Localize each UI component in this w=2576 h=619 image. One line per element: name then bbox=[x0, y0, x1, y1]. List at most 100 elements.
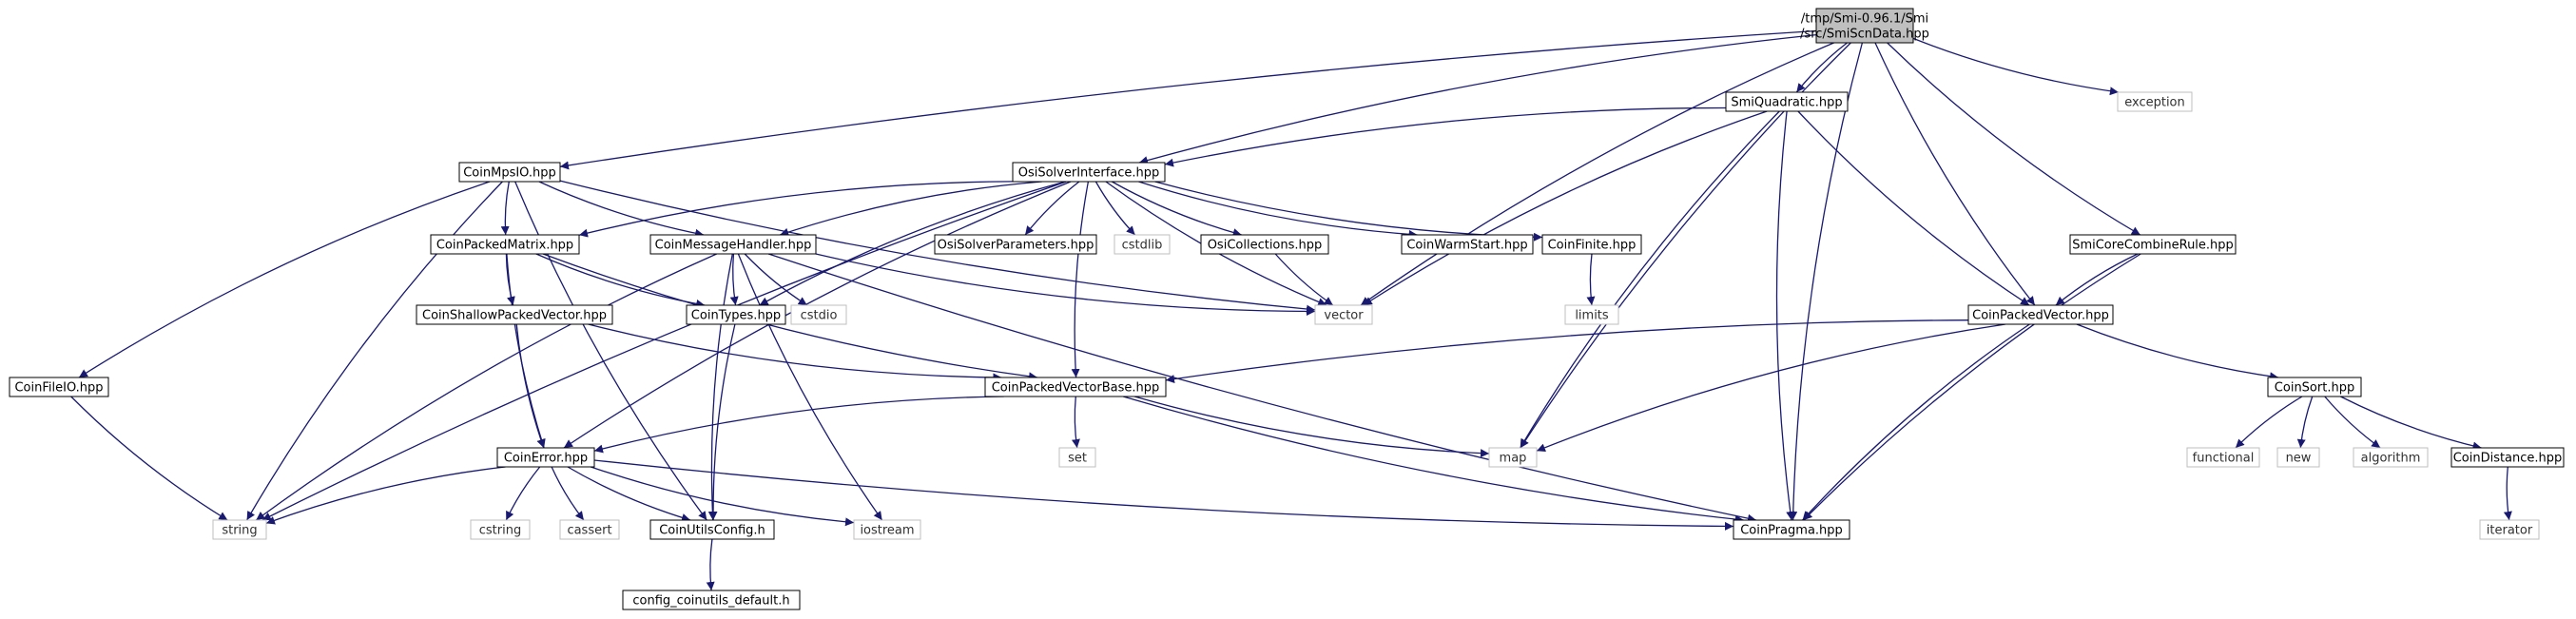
node-limits: limits bbox=[1564, 304, 1619, 325]
edge-coinpackedvectorbase-to-set bbox=[1071, 396, 1080, 449]
node-box-coinfinite bbox=[1541, 234, 1642, 255]
node-box-coinpackedmatrix bbox=[430, 234, 580, 255]
node-box-coindistance bbox=[2450, 447, 2565, 468]
edge-root-to-coinpackedvector bbox=[1874, 42, 2036, 306]
node-osisolverinterface[interactable]: OsiSolverInterface.hpp bbox=[1012, 162, 1166, 183]
node-coinshallowpackedvector[interactable]: CoinShallowPackedVector.hpp bbox=[416, 304, 613, 325]
node-label-coinpackedvectorbase: CoinPackedVectorBase.hpp bbox=[992, 381, 1160, 396]
node-coindistance[interactable]: CoinDistance.hpp bbox=[2450, 447, 2565, 468]
edge-osisolverinterface-to-cointypes bbox=[759, 181, 1066, 306]
edge-coinmpsio-to-coinutilsconfig bbox=[514, 181, 707, 521]
node-box-coinpragma bbox=[1733, 519, 1850, 540]
edge-coinpackedvectorbase-to-coinpragma bbox=[1123, 396, 1744, 524]
node-label-cstdlib: cstdlib bbox=[1122, 239, 1163, 253]
node-box-iostream bbox=[853, 519, 921, 540]
node-label-smicorecombinerule: SmiCoreCombineRule.hpp bbox=[2072, 239, 2234, 253]
edge-root-to-coinpragma bbox=[1789, 42, 1864, 521]
node-smiquadratic[interactable]: SmiQuadratic.hpp bbox=[1725, 91, 1849, 112]
node-label-iostream: iostream bbox=[860, 524, 914, 538]
node-box-cstdlib bbox=[1114, 234, 1171, 255]
node-smicorecombinerule[interactable]: SmiCoreCombineRule.hpp bbox=[2069, 234, 2237, 255]
node-box-set bbox=[1058, 447, 1096, 468]
node-label-cassert: cassert bbox=[567, 524, 611, 538]
node-cointypes[interactable]: CoinTypes.hpp bbox=[686, 304, 786, 325]
node-label-new: new bbox=[2286, 452, 2312, 466]
node-label-coinfileio: CoinFileIO.hpp bbox=[14, 381, 103, 396]
edge-coinmpsio-to-string bbox=[246, 181, 503, 521]
node-coinmpsio[interactable]: CoinMpsIO.hpp bbox=[458, 162, 561, 183]
node-osisolverparameters[interactable]: OsiSolverParameters.hpp bbox=[934, 234, 1097, 255]
node-box-cstdio bbox=[790, 304, 847, 325]
node-osicollections[interactable]: OsiCollections.hpp bbox=[1200, 234, 1329, 255]
node-configcoinutils[interactable]: config_coinutils_default.h bbox=[622, 590, 801, 610]
node-iostream: iostream bbox=[853, 519, 921, 540]
nodes-layer: /tmp/Smi-0.96.1/Smi/src/SmiScnData.hppSm… bbox=[9, 8, 2565, 610]
edge-root-to-coinmpsio bbox=[559, 29, 1817, 170]
node-box-coinfileio bbox=[9, 377, 109, 397]
edge-coinpackedvector-to-map bbox=[1536, 323, 2006, 453]
node-functional: functional bbox=[2186, 447, 2260, 468]
node-box-coinpackedvectorbase bbox=[984, 377, 1167, 397]
node-box-coinmpsio bbox=[458, 162, 561, 183]
node-box-new bbox=[2276, 447, 2320, 468]
node-box-map bbox=[1488, 447, 1538, 468]
node-coinpackedvectorbase[interactable]: CoinPackedVectorBase.hpp bbox=[984, 377, 1167, 397]
edge-coinmessagehandler-to-cstdio bbox=[744, 253, 808, 306]
node-label-string: string bbox=[222, 524, 257, 538]
node-coinpackedvector[interactable]: CoinPackedVector.hpp bbox=[1967, 304, 2114, 325]
node-box-functional bbox=[2186, 447, 2260, 468]
node-coinpackedmatrix[interactable]: CoinPackedMatrix.hpp bbox=[430, 234, 580, 255]
node-string: string bbox=[212, 519, 267, 540]
node-label-coinpragma: CoinPragma.hpp bbox=[1740, 524, 1843, 538]
edge-coinmessagehandler-to-vector bbox=[815, 253, 1316, 316]
node-box-string bbox=[212, 519, 267, 540]
edge-coinpackedmatrix-to-coinerror bbox=[506, 253, 546, 449]
edge-osisolverinterface-to-coinfinite bbox=[1154, 181, 1543, 242]
edge-coinpackedvector-to-coinsort bbox=[2076, 323, 2279, 381]
node-label-coindistance: CoinDistance.hpp bbox=[2453, 452, 2563, 466]
edge-osisolverinterface-to-osicollections bbox=[1111, 181, 1242, 237]
edge-coinutilsconfig-to-configcoinutils bbox=[706, 538, 715, 591]
node-coinmessagehandler[interactable]: CoinMessageHandler.hpp bbox=[649, 234, 817, 255]
edge-cointypes-to-coinutilsconfig bbox=[708, 323, 736, 521]
node-label-osicollections: OsiCollections.hpp bbox=[1208, 239, 1323, 253]
node-label-coinerror: CoinError.hpp bbox=[504, 452, 588, 466]
node-box-coinpackedvector bbox=[1967, 304, 2114, 325]
node-box-root bbox=[1815, 8, 1914, 44]
node-coinpragma[interactable]: CoinPragma.hpp bbox=[1733, 519, 1850, 540]
node-label-coinshallowpackedvector: CoinShallowPackedVector.hpp bbox=[422, 309, 607, 323]
edge-smiquadratic-to-coinpragma bbox=[1775, 110, 1795, 521]
node-coinsort[interactable]: CoinSort.hpp bbox=[2267, 377, 2362, 397]
node-label-coinutilsconfig: CoinUtilsConfig.h bbox=[659, 524, 765, 538]
node-coinfileio[interactable]: CoinFileIO.hpp bbox=[9, 377, 109, 397]
node-exception: exception bbox=[2117, 91, 2193, 112]
edge-smiquadratic-to-osisolverinterface bbox=[1164, 106, 1727, 167]
edge-osisolverinterface-to-cstdlib bbox=[1094, 181, 1136, 236]
node-coinutilsconfig[interactable]: CoinUtilsConfig.h bbox=[649, 519, 775, 540]
edge-coinpackedvectorbase-to-map bbox=[1134, 396, 1490, 458]
node-box-osisolverparameters bbox=[934, 234, 1097, 255]
node-label-coinpackedmatrix: CoinPackedMatrix.hpp bbox=[436, 239, 573, 253]
edge-coinpackedvectorbase-to-coinerror bbox=[593, 396, 1004, 454]
edge-coinsort-to-coindistance bbox=[2340, 396, 2482, 451]
node-box-cointypes bbox=[686, 304, 786, 325]
edge-coinmpsio-to-coinmessagehandler bbox=[538, 181, 705, 238]
node-cstdlib: cstdlib bbox=[1114, 234, 1171, 255]
node-label-configcoinutils: config_coinutils_default.h bbox=[632, 594, 789, 609]
node-label-map: map bbox=[1500, 452, 1527, 466]
node-coinwarmstart[interactable]: CoinWarmStart.hpp bbox=[1401, 234, 1534, 255]
node-box-smicorecombinerule bbox=[2069, 234, 2237, 255]
node-box-exception bbox=[2117, 91, 2193, 112]
node-cstdio: cstdio bbox=[790, 304, 847, 325]
edge-root-to-smiquadratic bbox=[1795, 42, 1848, 93]
edge-osisolverinterface-to-osisolverparameters bbox=[1024, 181, 1080, 236]
node-coinfinite[interactable]: CoinFinite.hpp bbox=[1541, 234, 1642, 255]
edge-osisolverinterface-to-coinpackedvectorbase bbox=[1071, 181, 1090, 378]
node-box-coinshallowpackedvector bbox=[416, 304, 613, 325]
edge-root-to-osisolverinterface bbox=[1138, 33, 1817, 164]
node-box-configcoinutils bbox=[622, 590, 801, 610]
node-coinerror[interactable]: CoinError.hpp bbox=[496, 447, 595, 468]
node-label-algorithm: algorithm bbox=[2361, 452, 2421, 466]
node-label-set: set bbox=[1068, 452, 1087, 466]
